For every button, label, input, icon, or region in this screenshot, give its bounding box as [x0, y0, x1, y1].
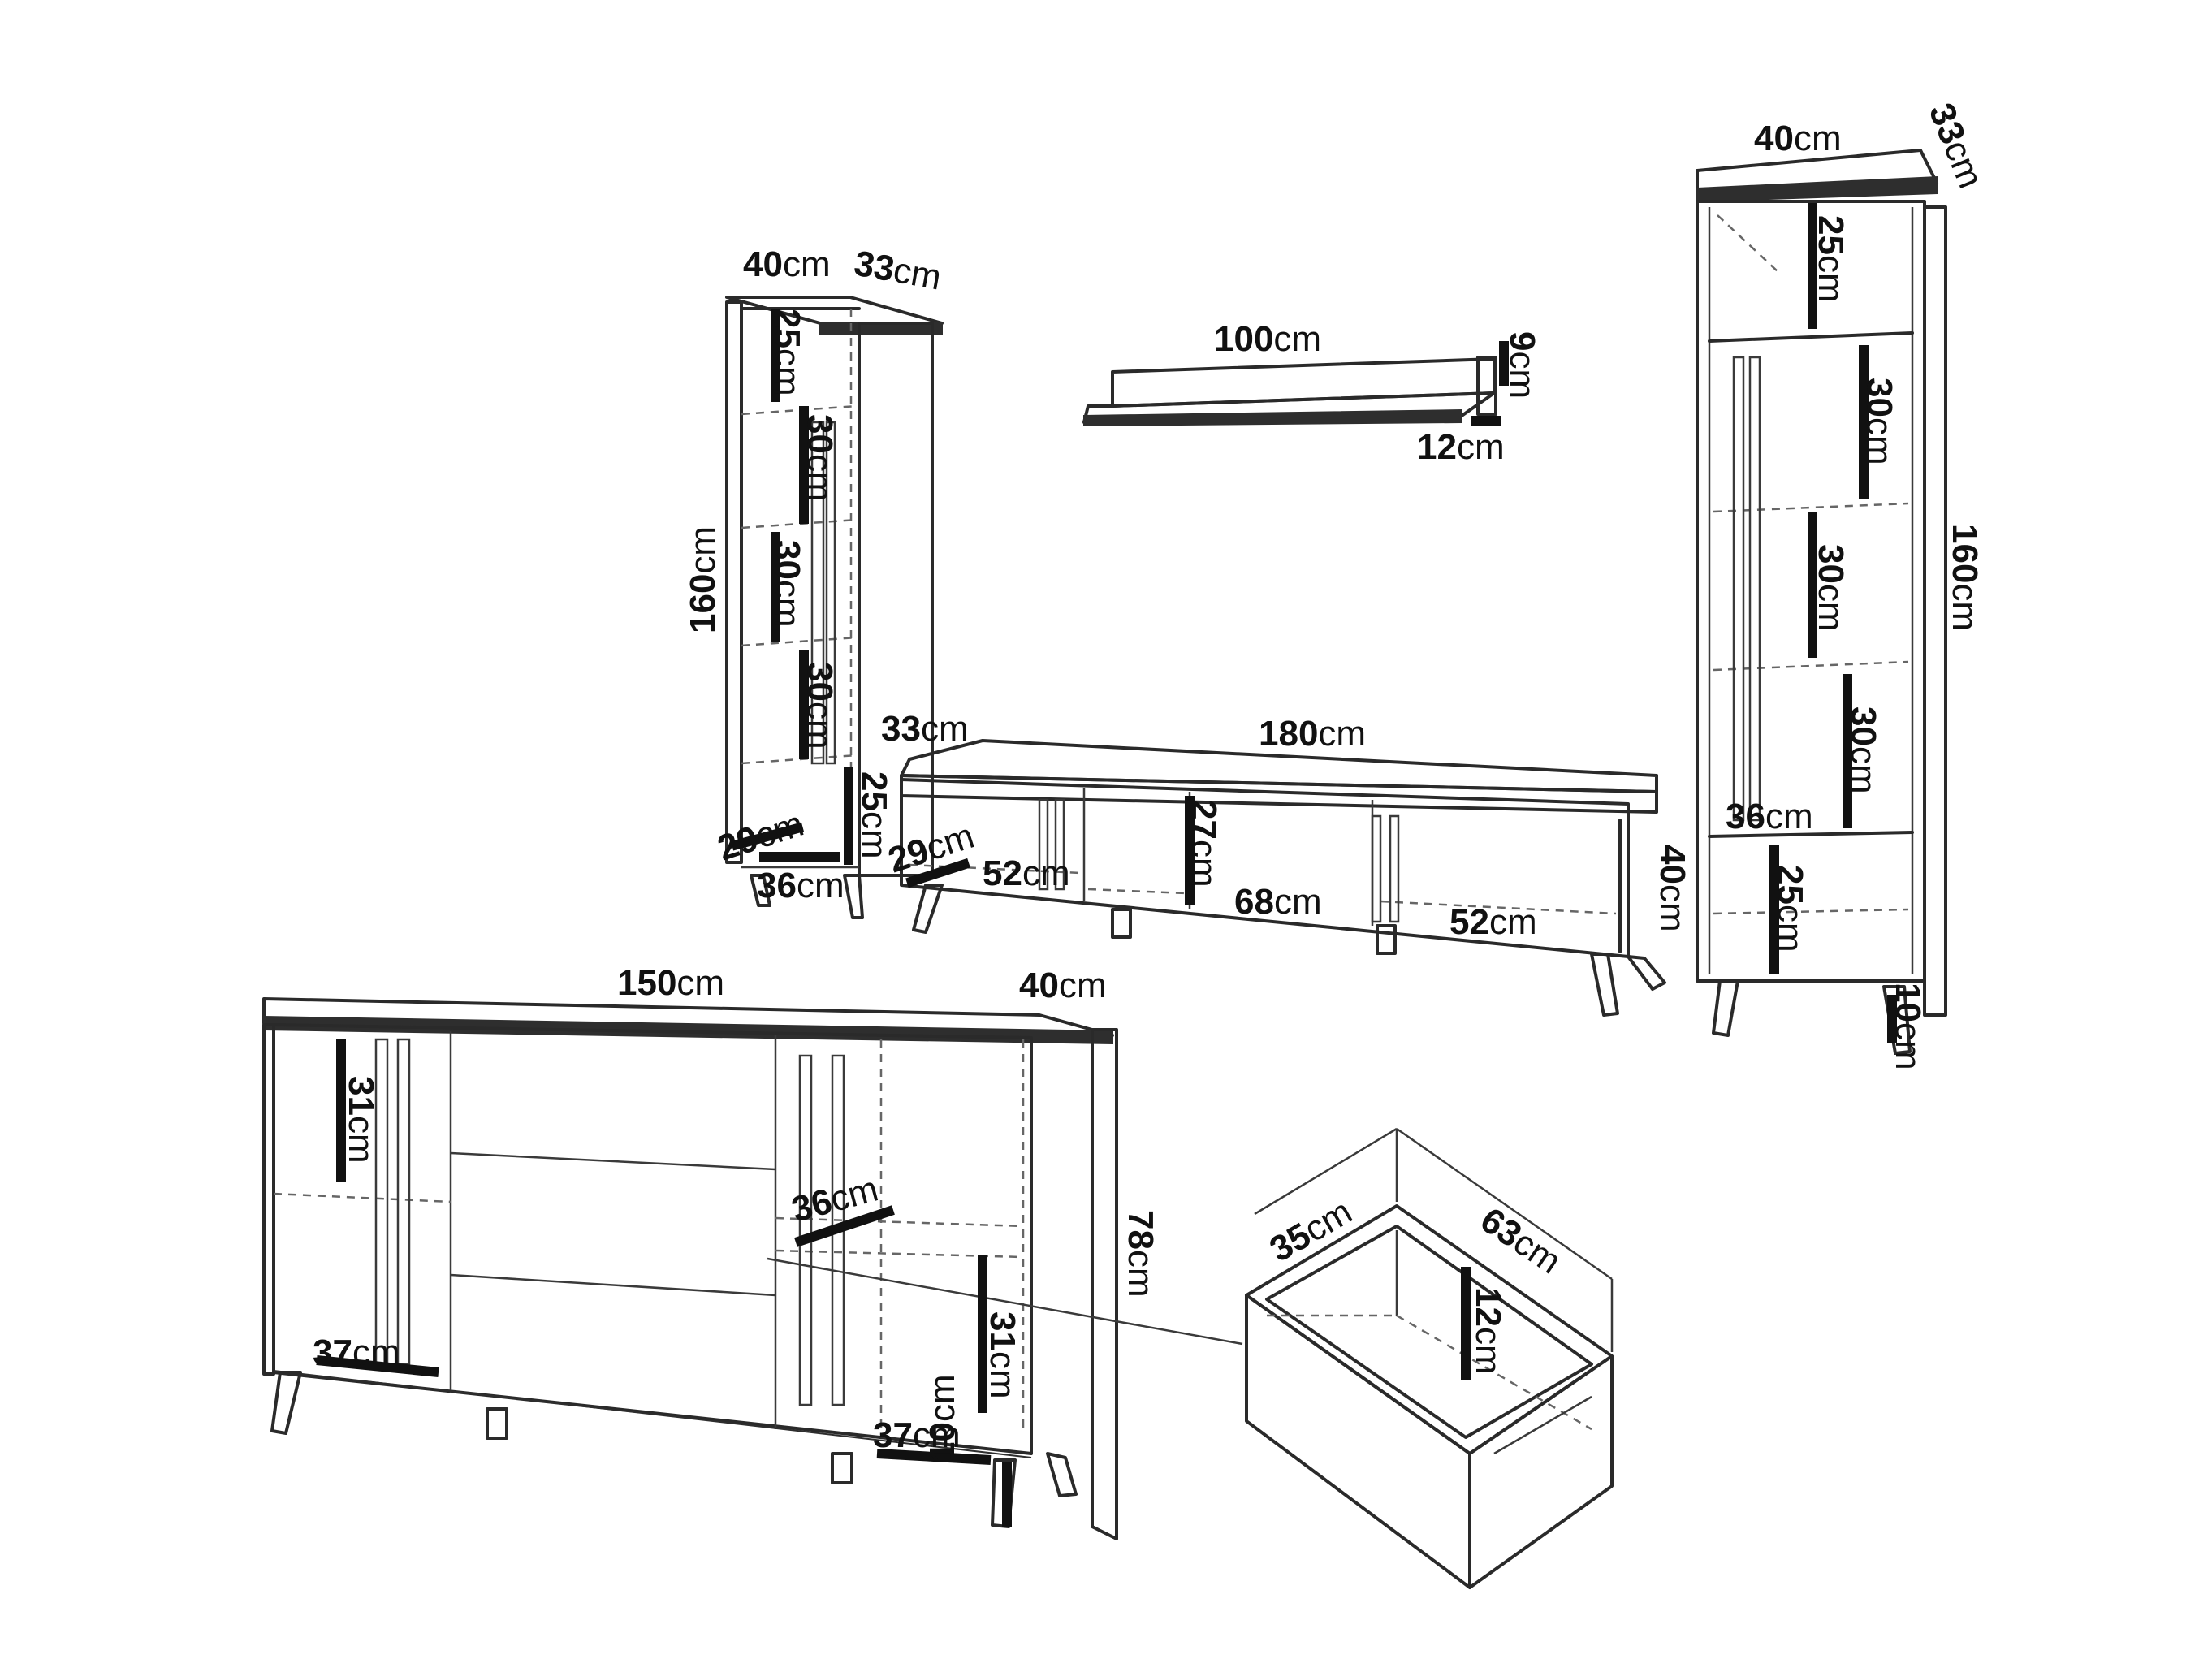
wall-shelf-width-label: 100cm [1214, 319, 1321, 359]
tv-stand [900, 739, 1666, 1017]
left-tower-bottom-height-label: 25cm [854, 771, 894, 859]
right-tower-bottom-height-label: 25cm [1770, 865, 1810, 953]
sideboard-right-shelf-height-label: 31cm [983, 1311, 1022, 1399]
drawer-height-label: 12cm [1468, 1287, 1508, 1375]
sideboard [262, 997, 1243, 1540]
left-tower-shelf-1-label: 25cm [767, 309, 807, 396]
tv-stand-width-label: 180cm [1259, 714, 1366, 754]
tv-stand-middle-height-label: 27cm [1184, 800, 1224, 888]
sideboard-leg-height-label: 10cm [922, 1374, 962, 1462]
tv-stand-middle-width-label: 68cm [1234, 882, 1322, 922]
wall-shelf-height-label: 9cm [1502, 331, 1542, 399]
left-tower-shelf-4-label: 30cm [800, 662, 840, 750]
wall-shelf-depth-label: 12cm [1417, 427, 1505, 467]
sideboard-left-inner-width-label: 37cm [313, 1333, 400, 1372]
right-tower-shelf-4-label: 30cm [1843, 706, 1883, 794]
right-tower-width-label: 40cm [1754, 119, 1842, 158]
sideboard-width-label: 150cm [617, 963, 724, 1003]
tv-stand-side-width-left-label: 52cm [983, 853, 1070, 893]
sideboard-right-inner-width-label: 37cm [873, 1415, 961, 1455]
left-tower-depth-label: 33cm [851, 244, 944, 298]
drawer [1245, 1127, 1614, 1589]
right-tower-height-label: 160cm [1945, 524, 1985, 631]
tv-stand-side-width-right-label: 52cm [1449, 902, 1537, 942]
right-tower-leg-height-label: 10cm [1888, 983, 1928, 1070]
left-tower-inner-width-label: 36cm [757, 866, 845, 905]
right-tower-shelf-3-label: 30cm [1811, 544, 1851, 632]
tv-stand-height-label: 40cm [1653, 845, 1692, 932]
left-tower-height-label: 160cm [683, 526, 723, 633]
sideboard-left-shelf-height-label: 31cm [341, 1076, 381, 1164]
dimension-labels: 40cm 33cm 160cm 25cm 30cm 30cm 30cm 25cm… [313, 97, 1990, 1462]
sideboard-height-label: 78cm [1121, 1210, 1160, 1298]
left-tower-shelf-2-label: 30cm [800, 414, 840, 502]
left-tower-width-label: 40cm [743, 244, 831, 284]
right-tower-shelf-1-label: 25cm [1811, 215, 1851, 303]
left-tower-shelf-3-label: 30cm [767, 540, 807, 628]
wall-shelf [1082, 341, 1509, 427]
left-tower [725, 296, 944, 919]
right-tower [1696, 149, 1947, 1055]
sideboard-depth-label: 40cm [1019, 966, 1107, 1005]
right-tower-inner-width-label: 36cm [1726, 797, 1813, 836]
right-tower-shelf-2-label: 30cm [1860, 378, 1899, 465]
tv-stand-depth-label: 33cm [881, 709, 969, 749]
